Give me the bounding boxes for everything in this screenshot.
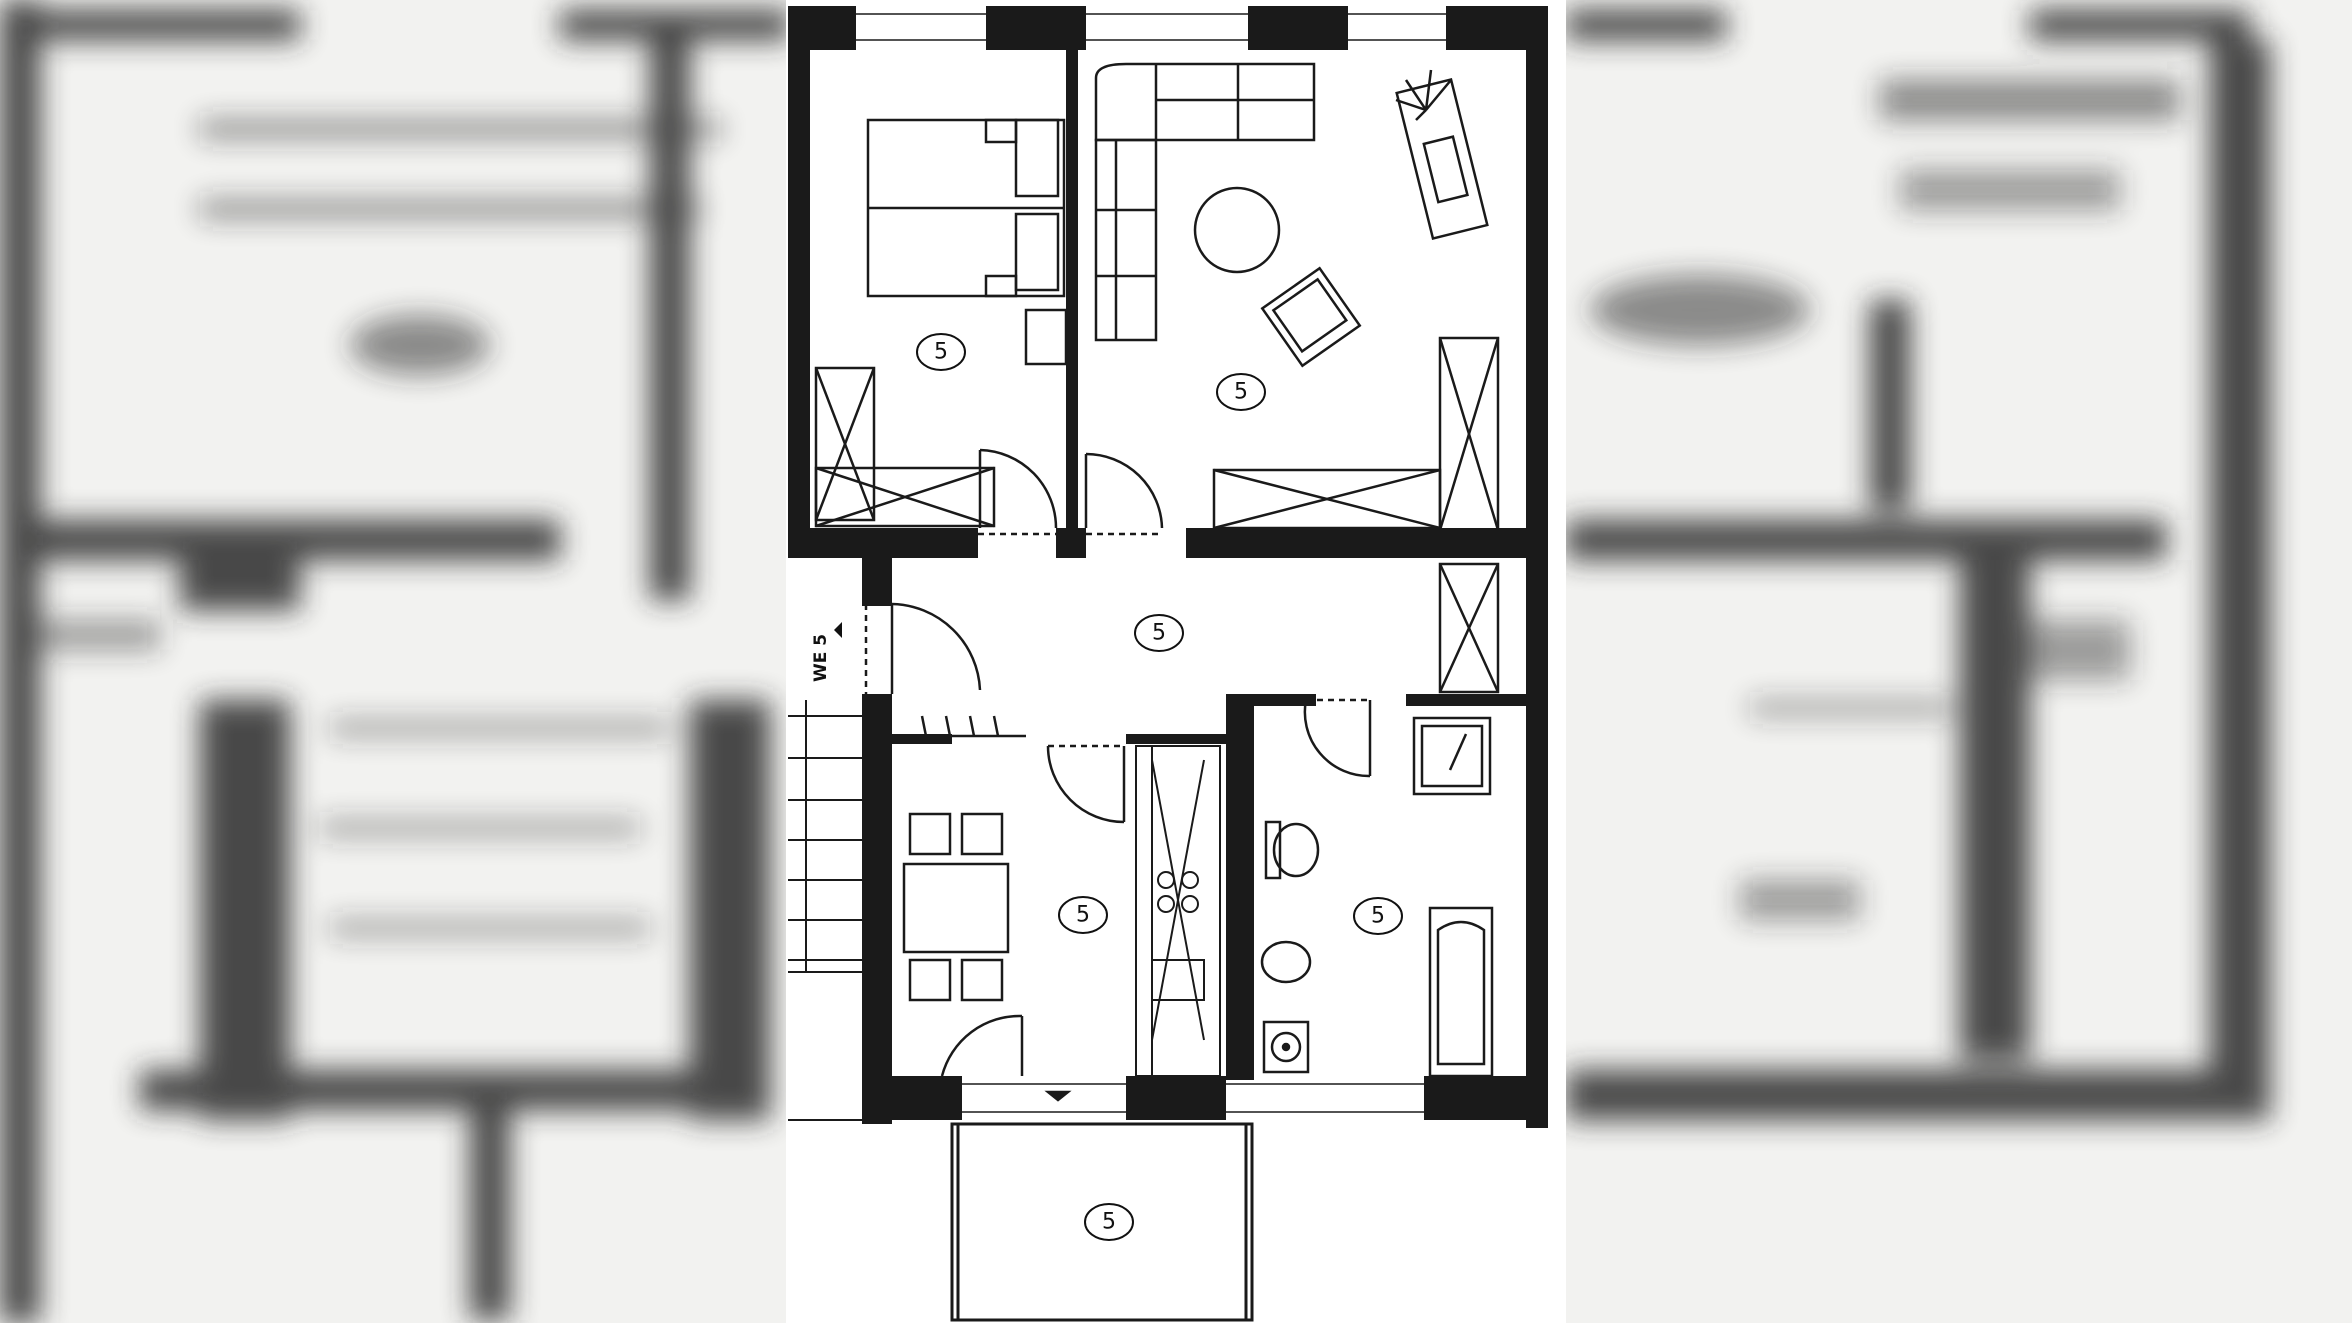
- balcony-door: [940, 1014, 1072, 1102]
- staircase: [788, 700, 862, 1121]
- balcony: [950, 1122, 1254, 1322]
- washing-machine: [1262, 1020, 1310, 1074]
- sofa: [1094, 62, 1316, 342]
- bathtub: [1428, 906, 1494, 1078]
- kitchen-counter: [1135, 745, 1221, 1077]
- bed: [866, 118, 1066, 298]
- plant-and-desk: [1395, 69, 1489, 241]
- room-label-kitchen: 5: [1058, 896, 1108, 934]
- floor-plan: 5 5 5 5 5 5 WE 5: [786, 0, 1566, 1323]
- svg-text:5: 5: [934, 340, 948, 365]
- unit-label-marker: WE 5: [811, 622, 842, 682]
- room-label-bedroom: 5: [916, 333, 966, 371]
- dining-table: [902, 812, 1010, 1002]
- wardrobe-living: [1212, 336, 1500, 532]
- armchair: [1260, 266, 1362, 368]
- bedroom-door: [978, 448, 1058, 536]
- svg-text:5: 5: [1102, 1210, 1116, 1235]
- bathroom-door: [1303, 698, 1372, 778]
- shower: [1412, 716, 1492, 796]
- sink: [1260, 940, 1312, 984]
- wardrobe-bedroom: [814, 366, 996, 528]
- svg-text:5: 5: [1076, 903, 1090, 928]
- coffee-table: [1193, 186, 1281, 274]
- svg-text:5: 5: [1234, 380, 1248, 405]
- hallway-wardrobe: [1438, 562, 1500, 694]
- room-label-bathroom: 5: [1353, 897, 1403, 935]
- windows: [856, 13, 1446, 1113]
- room-label-living: 5: [1216, 373, 1266, 411]
- coat-rack: [916, 715, 1026, 738]
- nightstand: [1024, 308, 1068, 366]
- entrance-door: [864, 602, 982, 694]
- unit-label: WE 5: [811, 634, 831, 682]
- exterior-walls: [788, 6, 1548, 1128]
- living-door: [1084, 452, 1164, 536]
- svg-text:5: 5: [1152, 621, 1166, 646]
- kitchen-door: [1046, 744, 1126, 824]
- svg-text:5: 5: [1371, 904, 1385, 929]
- room-label-balcony: 5: [1084, 1203, 1134, 1241]
- toilet: [1264, 820, 1320, 880]
- room-label-hallway: 5: [1134, 614, 1184, 652]
